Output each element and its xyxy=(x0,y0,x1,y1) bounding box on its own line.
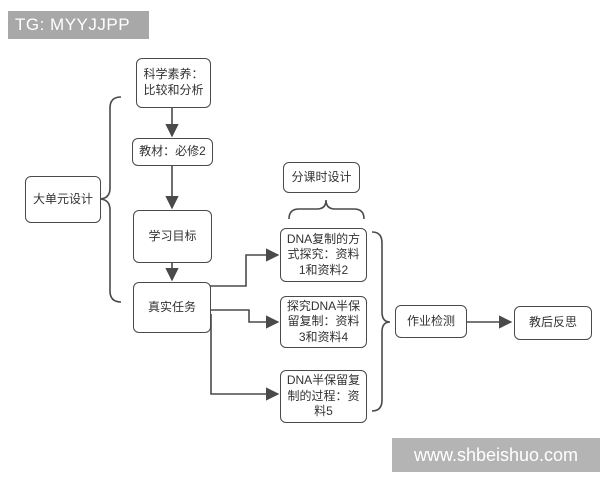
node-homework-check: 作业检测 xyxy=(395,305,467,338)
node-textbook: 教材：必修2 xyxy=(132,138,213,166)
node-unit-design-label: 大单元设计 xyxy=(32,191,93,206)
node-lesson-design: 分课时设计 xyxy=(283,162,360,193)
node-lesson1: DNA复制的方 式探究：资料 1和资料2 xyxy=(280,228,367,282)
brace-lesson-design-group xyxy=(288,199,365,220)
node-scientific-literacy-label: 科学素养： 比较和分析 xyxy=(143,67,204,97)
node-textbook-label: 教材：必修2 xyxy=(139,144,206,159)
node-lesson3: DNA半保留复 制的过程：资 料5 xyxy=(280,370,367,423)
node-authentic-tasks: 真实任务 xyxy=(133,282,211,333)
node-lesson2: 探究DNA半保 留复制：资料 3和资料4 xyxy=(280,296,367,348)
header-tag: TG: MYYJJPP xyxy=(8,11,149,39)
brace-lessons-group xyxy=(371,231,391,412)
node-lesson-design-label: 分课时设计 xyxy=(291,169,352,184)
brace-unit-design-group xyxy=(98,96,122,303)
watermark-label: www.shbeishuo.com xyxy=(413,445,579,465)
node-authentic-tasks-label: 真实任务 xyxy=(147,299,196,314)
node-reflection-label: 教后反思 xyxy=(528,315,577,330)
arrow-tasks-to-lesson1 xyxy=(210,248,280,287)
node-lesson1-label: DNA复制的方 式探究：资料 1和资料2 xyxy=(286,231,361,277)
arrow-tasks-to-lesson2 xyxy=(210,309,280,329)
node-lesson2-label: 探究DNA半保 留复制：资料 3和资料4 xyxy=(286,298,361,344)
node-lesson3-label: DNA半保留复 制的过程：资 料5 xyxy=(286,373,361,419)
arrow-tasks-to-lesson3 xyxy=(210,314,280,401)
node-homework-check-label: 作业检测 xyxy=(406,313,455,328)
header-tag-label: TG: MYYJJPP xyxy=(15,15,131,34)
node-learning-objectives-label: 学习目标 xyxy=(148,228,197,243)
node-learning-objectives: 学习目标 xyxy=(133,210,212,263)
node-scientific-literacy: 科学素养： 比较和分析 xyxy=(136,58,211,108)
watermark-bar: www.shbeishuo.com xyxy=(392,438,600,472)
node-unit-design: 大单元设计 xyxy=(25,176,101,223)
node-reflection: 教后反思 xyxy=(514,306,592,340)
